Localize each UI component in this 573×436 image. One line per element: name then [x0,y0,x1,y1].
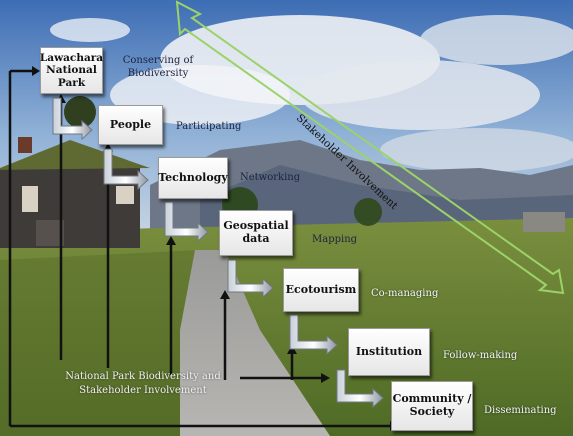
box-institution: Institution [348,328,430,376]
label-conserving-biodiversity: Conserving of Biodiversity [122,55,194,79]
box-geospatial-data: Geospatial data [219,210,293,256]
label-disseminating: Disseminating [484,405,557,416]
label-networking: Networking [240,172,301,183]
bottom-note-line-2: Stakeholder Involvement [79,384,207,396]
l-connectors [52,97,384,409]
label-co-managing: Co-managing [371,288,439,299]
box-ecotourism: Ecotourism [283,268,359,312]
stakeholder-arrow [175,0,565,295]
box-technology: Technology [158,157,228,199]
box-community-society: Community / Society [391,381,473,431]
label-mapping: Mapping [312,234,358,245]
label-follow-making: Follow-making [443,350,518,361]
box-lawachara-national-park: Lawachara National Park [40,47,103,94]
box-people: People [98,105,163,145]
label-bottom-note: National Park Biodiversity and Stakehold… [48,370,238,397]
bottom-note-line-1: National Park Biodiversity and [65,371,221,382]
label-participating: Participating [176,121,242,132]
connector-lines [8,66,398,431]
